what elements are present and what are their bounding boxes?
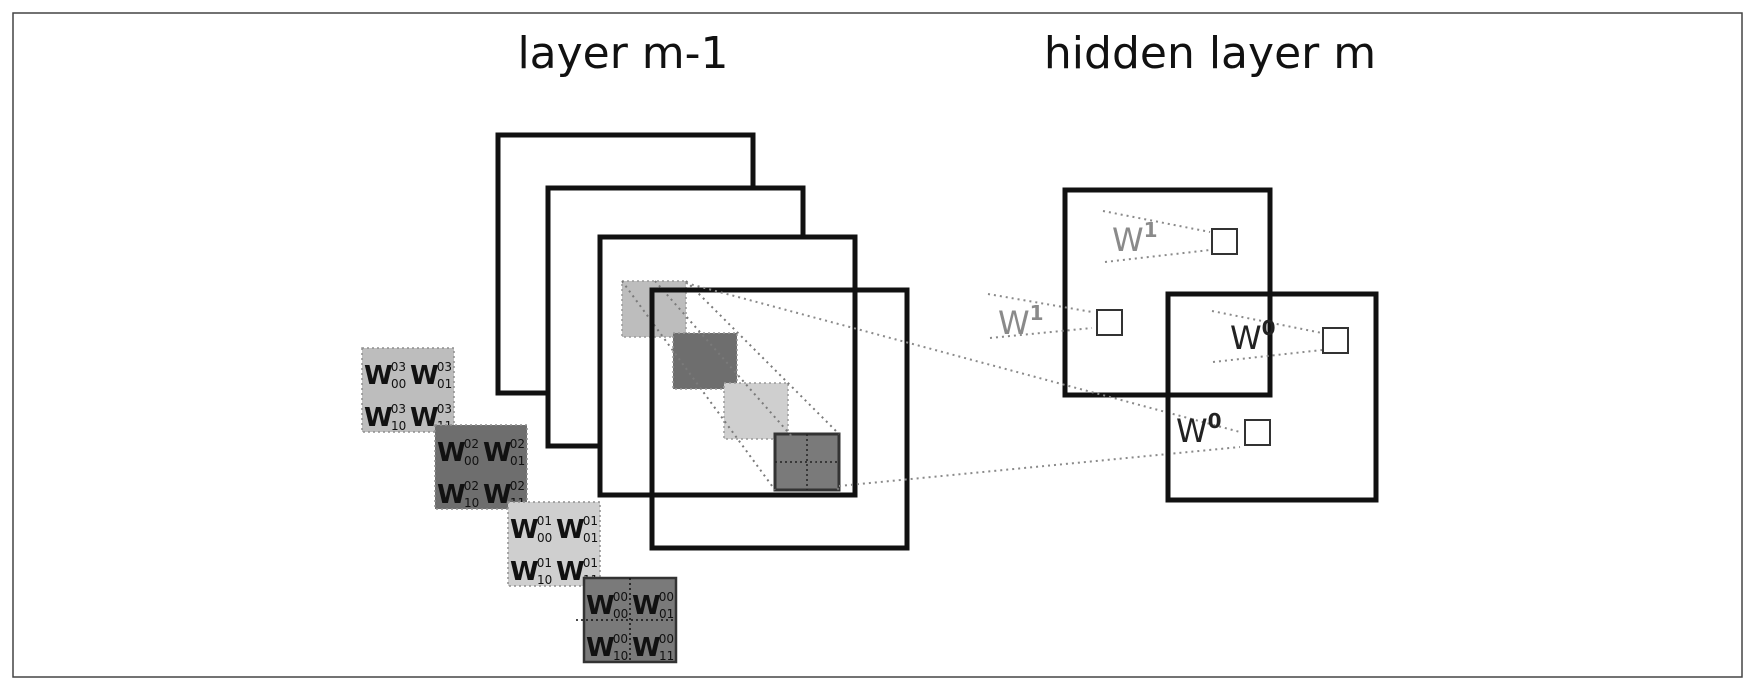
weight-kernel-01: W0100W0101W0110W0111	[507, 501, 601, 587]
weight-subscript: 10	[464, 496, 479, 510]
label-w1-upper: W1	[1112, 218, 1158, 259]
weight-subscript: 10	[613, 649, 628, 663]
weight-symbol: W	[586, 633, 615, 663]
conn-line-8	[1212, 349, 1323, 363]
weight-symbol: W	[556, 515, 585, 545]
input-feature-map-0	[649, 287, 910, 551]
label-w1-lower: W1	[998, 301, 1044, 342]
weight-superscript: 03	[391, 360, 406, 374]
weight-kernels: W0300W0301W0310W0311W0200W0201W0210W0211…	[361, 347, 678, 664]
weight-symbol: W	[410, 361, 439, 391]
kernel-weight-label: W02 00	[437, 437, 479, 468]
kernel-weight-label: W03 10	[364, 402, 406, 433]
receptive-field-patches	[621, 280, 841, 492]
patch-diagonals	[621, 280, 840, 491]
label-w0-upper: W0	[1230, 316, 1276, 357]
kernel-weight-label: W02 01	[483, 437, 525, 468]
weight-superscript: 02	[510, 479, 525, 493]
weight-superscript: 02	[510, 437, 525, 451]
kernel-weight-label: W00 00	[586, 590, 628, 621]
weight-symbol: W	[586, 591, 615, 621]
weight-superscript: 03	[391, 402, 406, 416]
weight-superscript: 03	[437, 360, 452, 374]
weight-symbol: W	[364, 403, 393, 433]
kernel-weight-label: W00 01	[632, 590, 674, 621]
conn-line-7	[1211, 310, 1323, 334]
weight-superscript: 02	[464, 479, 479, 493]
weight-symbol: W	[437, 480, 466, 510]
weight-subscript: 00	[391, 377, 406, 391]
weight-superscript: 01	[583, 556, 598, 570]
patch-kernel-02	[672, 332, 738, 390]
kernel-weight-label: W00 11	[632, 632, 674, 663]
weight-symbol: W	[510, 557, 539, 587]
kernel-weight-label: W00 10	[586, 632, 628, 663]
weight-symbol: W	[437, 438, 466, 468]
kernel-box	[361, 347, 455, 433]
weight-subscript: 00	[613, 607, 628, 621]
conn-line-2	[838, 446, 1241, 487]
weight-superscript: 00	[659, 632, 674, 646]
weight-subscript: 01	[510, 454, 525, 468]
hidden-feature-map-0	[1165, 291, 1379, 503]
patch-kernel-01	[723, 382, 789, 440]
weight-superscript: 01	[537, 514, 552, 528]
kernel-weight-label: W02 10	[437, 479, 479, 510]
kernel-weight-label: W0111	[556, 556, 598, 587]
kernel-weight-label: W01 01	[556, 514, 598, 545]
weight-subscript: 01	[437, 377, 452, 391]
diagonal-mid	[654, 280, 840, 491]
kernel-weight-label: W03 00	[364, 360, 406, 391]
weight-symbol: W	[364, 361, 393, 391]
kernel-weight-label: W01 00	[510, 514, 552, 545]
diagonal-right	[685, 280, 840, 435]
conn-line-4	[989, 327, 1093, 339]
figure-border	[12, 12, 1743, 678]
kernel-box	[434, 424, 528, 510]
diagonal-left	[621, 280, 776, 491]
weight-superscript: 03	[437, 402, 452, 416]
weight-symbol: W	[632, 633, 661, 663]
hidden-unit-map0-top	[1322, 327, 1349, 354]
weight-subscript: 10	[537, 573, 552, 587]
kernel-weight-label: W03 01	[410, 360, 452, 391]
hidden-unit-map1-left	[1096, 309, 1123, 336]
weight-kernel-03: W0300W0301W0310W0311	[361, 347, 455, 433]
kernel-box	[507, 501, 601, 587]
weight-superscript: 01	[537, 556, 552, 570]
title-hidden-layer-m: hidden layer m	[1044, 28, 1376, 79]
weight-symbol: W	[632, 591, 661, 621]
hidden-unit-map1-top	[1211, 228, 1238, 255]
weight-symbol: W	[556, 557, 585, 587]
weight-superscript: 00	[613, 632, 628, 646]
weight-symbol: W	[483, 438, 512, 468]
weight-symbol: W	[483, 480, 512, 510]
connection-lines	[685, 210, 1323, 487]
weight-superscript: 01	[583, 514, 598, 528]
weight-subscript: 00	[464, 454, 479, 468]
weight-superscript: 02	[464, 437, 479, 451]
weight-superscript: 00	[659, 590, 674, 604]
weight-subscript: 11	[659, 649, 674, 663]
weight-subscript: 00	[537, 531, 552, 545]
weight-symbol: W	[510, 515, 539, 545]
title-layer-m-1: layer m-1	[517, 28, 728, 79]
weight-kernel-02: W0200W0201W0210W0211	[434, 424, 528, 510]
weight-symbol: W	[410, 403, 439, 433]
weight-subscript: 01	[659, 607, 674, 621]
weight-superscript: 00	[613, 590, 628, 604]
weight-subscript: 01	[583, 531, 598, 545]
label-w0-lower: W0	[1176, 409, 1222, 450]
conn-line-5	[1102, 210, 1211, 233]
kernel-weight-label: W01 10	[510, 556, 552, 587]
weight-subscript: 10	[391, 419, 406, 433]
hidden-unit-map0-bottom	[1244, 419, 1271, 446]
